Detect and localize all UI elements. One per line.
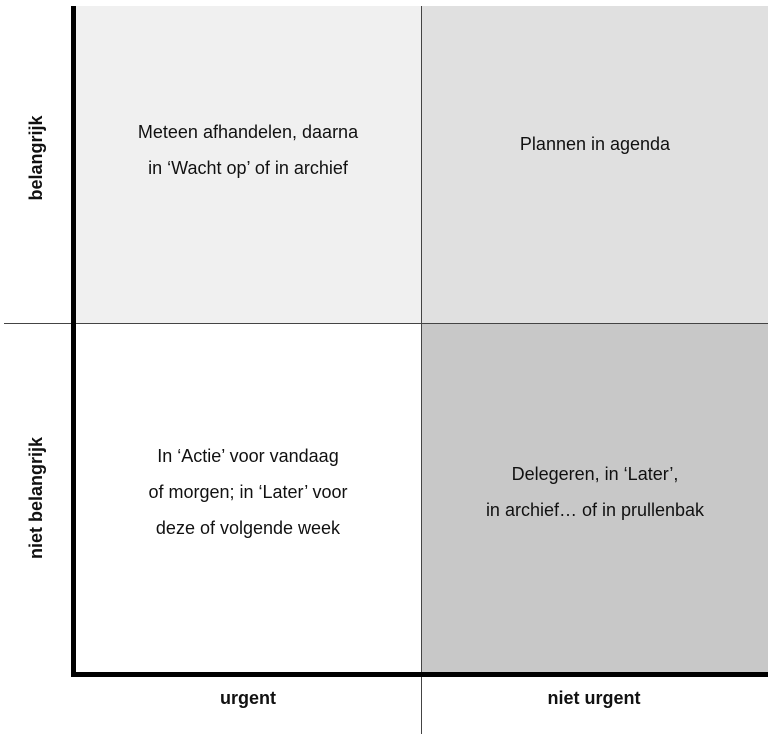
quadrant-not-urgent-important: Plannen in agenda xyxy=(422,6,768,324)
vertical-divider xyxy=(421,6,422,734)
quadrant-text: Plannen in agenda xyxy=(519,134,671,154)
quadrant-urgent-not-important: In ‘Actie’ voor vandaag of morgen; in ‘L… xyxy=(74,324,422,673)
quadrant-text: Meteen afhandelen, daarna in ‘Wacht op’ … xyxy=(137,122,359,178)
y-axis-line xyxy=(71,6,76,677)
quadrant-urgent-important: Meteen afhandelen, daarna in ‘Wacht op’ … xyxy=(74,6,422,324)
quadrant-text: In ‘Actie’ voor vandaag of morgen; in ‘L… xyxy=(148,446,348,538)
horizontal-divider xyxy=(4,323,768,324)
y-axis-label-important: belangrijk xyxy=(26,115,46,201)
quadrant-not-urgent-not-important: Delegeren, in ‘Later’, in archief… of in… xyxy=(422,324,768,673)
y-axis-label-not-important: niet belangrijk xyxy=(26,436,46,560)
x-axis-label-urgent: urgent xyxy=(220,688,276,708)
x-axis-line xyxy=(71,672,768,677)
x-axis-label-not-urgent: niet urgent xyxy=(547,688,641,708)
quadrant-text: Delegeren, in ‘Later’, in archief… of in… xyxy=(485,464,705,520)
